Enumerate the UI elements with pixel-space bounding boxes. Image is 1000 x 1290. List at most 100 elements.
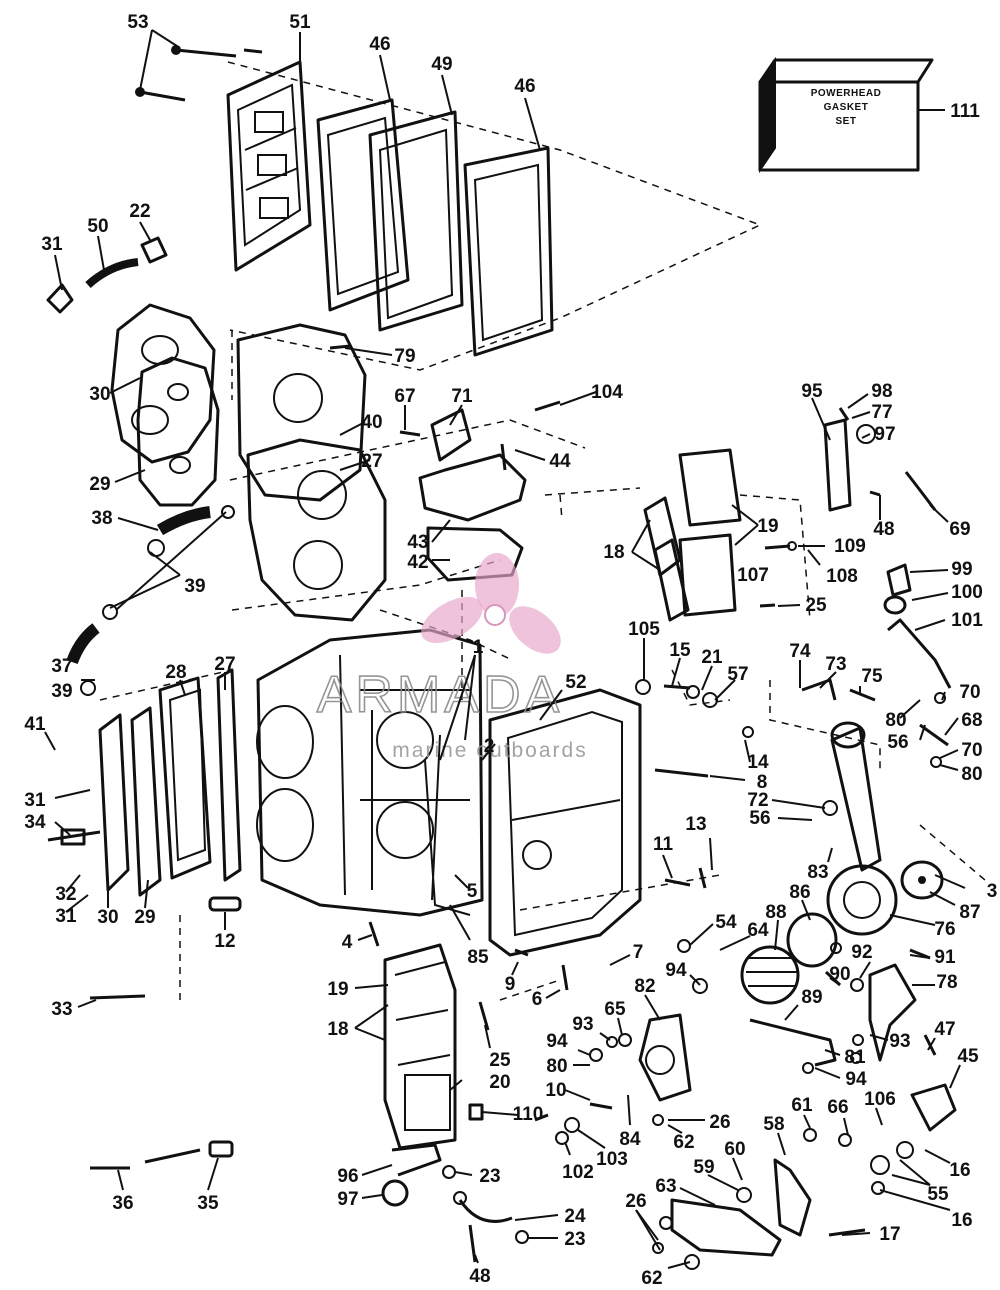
callout-24: 24 xyxy=(564,1206,586,1227)
callout-46: 46 xyxy=(514,76,535,97)
callout-29: 29 xyxy=(89,474,110,495)
callout-31: 31 xyxy=(24,790,46,811)
transfer-port-covers xyxy=(98,668,242,897)
callout-27: 27 xyxy=(361,451,382,472)
callout-76: 76 xyxy=(934,919,955,940)
callout-56: 56 xyxy=(887,732,908,753)
callout-106: 106 xyxy=(864,1089,896,1110)
connecting-rod xyxy=(826,721,944,936)
linkage-rods xyxy=(823,418,952,689)
callout-19: 19 xyxy=(327,979,348,1000)
callout-43: 43 xyxy=(407,532,428,553)
crankcase-hoses xyxy=(66,505,235,696)
cylinder-head xyxy=(236,323,387,622)
callout-83: 83 xyxy=(807,862,828,883)
callout-36: 36 xyxy=(112,1193,133,1214)
thermostat-and-bolts xyxy=(47,828,569,1000)
callout-80: 80 xyxy=(885,710,906,731)
callout-101: 101 xyxy=(951,610,983,631)
callout-40: 40 xyxy=(361,412,382,433)
callout-109: 109 xyxy=(834,536,866,557)
callout-1: 1 xyxy=(473,637,484,658)
kit-box-line-1: POWERHEAD xyxy=(811,88,882,99)
callout-4: 4 xyxy=(342,932,353,953)
callout-7: 7 xyxy=(633,942,644,963)
callout-33: 33 xyxy=(51,999,72,1020)
exhaust-cover xyxy=(110,303,220,507)
callout-57: 57 xyxy=(727,664,748,685)
callout-80: 80 xyxy=(961,764,982,785)
callout-77: 77 xyxy=(871,402,892,423)
callout-93: 93 xyxy=(889,1031,910,1052)
callout-94: 94 xyxy=(845,1069,867,1090)
callout-59: 59 xyxy=(693,1157,714,1178)
callout-64: 64 xyxy=(747,920,769,941)
screws xyxy=(135,45,263,102)
callout-68: 68 xyxy=(961,710,982,731)
callout-85: 85 xyxy=(467,947,489,968)
callout-67: 67 xyxy=(394,386,415,407)
callout-99: 99 xyxy=(951,559,972,580)
watermark-name: ARMADA xyxy=(317,666,563,724)
powerhead-gasket-set-box xyxy=(758,56,945,174)
callout-82: 82 xyxy=(634,976,655,997)
hose-and-fitting xyxy=(46,236,168,314)
callout-51: 51 xyxy=(289,12,311,33)
callout-66: 66 xyxy=(827,1097,848,1118)
callout-111: 111 xyxy=(950,101,980,122)
callout-95: 95 xyxy=(801,381,823,402)
callout-63: 63 xyxy=(655,1176,676,1197)
callout-21: 21 xyxy=(701,647,723,668)
callout-39: 39 xyxy=(184,576,205,597)
kit-box-label: POWERHEAD GASKET SET xyxy=(811,88,882,127)
callout-72: 72 xyxy=(747,790,768,811)
callout-94: 94 xyxy=(546,1031,568,1052)
callout-3: 3 xyxy=(987,881,998,902)
callout-14: 14 xyxy=(747,752,769,773)
callout-97: 97 xyxy=(874,424,895,445)
callout-73: 73 xyxy=(825,654,846,675)
callout-97: 97 xyxy=(337,1189,358,1210)
callout-54: 54 xyxy=(715,912,737,933)
callout-11: 11 xyxy=(653,834,674,855)
callout-12: 12 xyxy=(214,931,235,952)
crankcase xyxy=(488,688,642,957)
callout-8: 8 xyxy=(757,772,768,793)
callout-numbers: 53 51 46 49 46 111 22 31 50 30 79 104 67… xyxy=(24,12,997,1289)
callout-29: 29 xyxy=(134,907,155,928)
callout-62: 62 xyxy=(673,1132,694,1153)
callout-31: 31 xyxy=(41,234,63,255)
callout-70: 70 xyxy=(959,682,980,703)
callout-31: 31 xyxy=(55,906,77,927)
fasteners xyxy=(90,344,949,1270)
callout-98: 98 xyxy=(871,381,892,402)
callout-5: 5 xyxy=(467,881,478,902)
callout-48: 48 xyxy=(469,1266,490,1287)
callout-44: 44 xyxy=(549,451,571,472)
callout-74: 74 xyxy=(789,641,811,662)
callout-13: 13 xyxy=(685,814,706,835)
callout-104: 104 xyxy=(591,382,623,403)
callout-27: 27 xyxy=(214,654,235,675)
callout-38: 38 xyxy=(91,508,112,529)
bearings xyxy=(740,912,838,1005)
callout-22: 22 xyxy=(129,201,150,222)
callout-89: 89 xyxy=(801,987,822,1008)
callout-62: 62 xyxy=(641,1268,662,1289)
callout-30: 30 xyxy=(97,907,118,928)
callout-84: 84 xyxy=(619,1129,641,1150)
callout-17: 17 xyxy=(879,1224,900,1245)
callout-105: 105 xyxy=(628,619,660,640)
callout-16: 16 xyxy=(951,1210,972,1231)
seal-strip xyxy=(424,734,471,916)
kit-box-line-2: GASKET xyxy=(824,102,869,113)
watermark: ARMADA marine outboards xyxy=(316,553,586,762)
callout-41: 41 xyxy=(24,714,46,735)
callout-52: 52 xyxy=(565,672,586,693)
assembly-guidelines xyxy=(99,61,986,1001)
callout-10: 10 xyxy=(545,1080,566,1101)
callout-26: 26 xyxy=(709,1112,730,1133)
callout-47: 47 xyxy=(934,1019,955,1040)
callout-18: 18 xyxy=(327,1019,348,1040)
